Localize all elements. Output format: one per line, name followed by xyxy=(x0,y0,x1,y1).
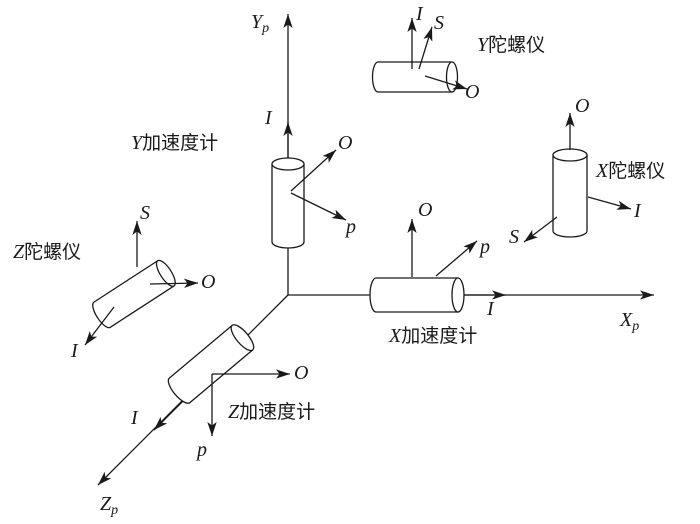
y-gyro-name: Y陀螺仪 xyxy=(477,34,545,56)
z-gyroscope: S O I Z陀螺仪 xyxy=(13,202,215,362)
z-accel-i-label: I xyxy=(130,407,139,429)
x-accel-p-arrow xyxy=(435,240,478,277)
z-gyro-o-label: O xyxy=(201,271,215,293)
y-gyro-s-arrow xyxy=(418,26,433,70)
y-accel-p-arrow xyxy=(290,192,347,221)
x-gyro-cylinder xyxy=(552,148,588,238)
z-gyro-s-label: S xyxy=(140,202,150,224)
y-gyro-o-arrow xyxy=(424,75,468,90)
xp-axis-label: Xp xyxy=(619,309,639,334)
z-gyro-i-arrow xyxy=(84,306,115,346)
y-accel-cylinder xyxy=(271,157,305,249)
x-gyro-s-arrow xyxy=(523,216,558,243)
x-accel-cylinder xyxy=(369,277,465,313)
x-accel-i-label: I xyxy=(486,298,495,320)
x-gyroscope: O I S X陀螺仪 xyxy=(509,95,665,248)
z-gyro-o-arrow xyxy=(149,278,199,288)
z-gyro-cylinder xyxy=(92,259,176,329)
x-accelerometer: O p I X加速度计 xyxy=(369,199,506,347)
x-accel-p-label: p xyxy=(478,236,490,258)
zp-axis-label: Zp xyxy=(100,493,118,518)
y-accelerometer: I O p Y加速度计 xyxy=(131,107,356,249)
x-accel-name: X加速度计 xyxy=(388,325,477,347)
z-accel-p-label: p xyxy=(195,439,207,461)
z-accelerometer: O p I Z加速度计 xyxy=(130,324,315,461)
z-gyro-name: Z陀螺仪 xyxy=(13,241,81,263)
x-accel-o-label: O xyxy=(418,199,432,221)
z-gyro-i-label: I xyxy=(70,340,79,362)
z-accel-cylinder xyxy=(167,324,255,404)
x-gyro-i-label: I xyxy=(633,200,642,222)
y-accel-o-arrow xyxy=(290,149,337,192)
y-accel-i-label: I xyxy=(264,107,273,129)
y-gyro-cylinder xyxy=(371,61,459,93)
x-gyro-i-arrow xyxy=(587,196,632,210)
y-accel-p-label: p xyxy=(344,216,356,238)
y-accel-o-label: O xyxy=(338,132,352,154)
yp-axis-label: Yp xyxy=(251,11,269,36)
y-gyro-s-label: S xyxy=(434,12,444,34)
x-gyro-s-label: S xyxy=(509,226,519,248)
z-accel-o-label: O xyxy=(294,362,308,384)
z-accel-name: Z加速度计 xyxy=(228,401,315,423)
x-gyro-o-label: O xyxy=(575,95,589,117)
y-accel-name: Y加速度计 xyxy=(131,132,218,154)
x-gyro-name: X陀螺仪 xyxy=(595,160,665,182)
y-gyroscope: I S O Y陀螺仪 xyxy=(371,3,545,103)
y-gyro-i-label: I xyxy=(415,3,424,25)
y-gyro-o-label: O xyxy=(465,81,479,103)
